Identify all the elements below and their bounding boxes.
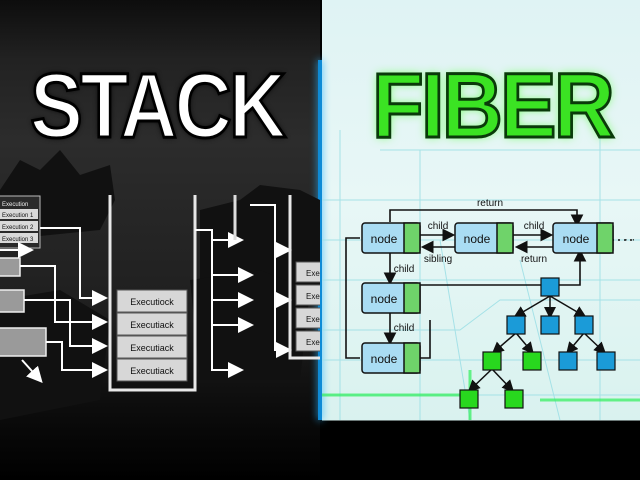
stack-frame-label: Executiack bbox=[130, 366, 174, 376]
right-frame-label: Execu bbox=[306, 269, 320, 278]
flow-arrows bbox=[0, 227, 108, 383]
stack-container bbox=[108, 195, 197, 392]
center-divider bbox=[318, 60, 322, 420]
side-blocks bbox=[0, 257, 47, 357]
title-fiber: FIBER bbox=[371, 55, 617, 157]
stack-frame-label: Executiack bbox=[130, 320, 174, 330]
right-stack-frames bbox=[295, 261, 320, 352]
execution-panel-item: Execution 2 bbox=[2, 225, 34, 231]
execution-panel bbox=[0, 195, 41, 249]
execution-panel-header: Execution bbox=[2, 202, 28, 208]
execution-panel-item: Execution 3 bbox=[2, 237, 34, 243]
execution-panel-item: Execution 1 bbox=[2, 213, 34, 219]
right-frame-label: Execu bbox=[306, 315, 320, 324]
right-frame-label: Execu bbox=[306, 292, 320, 301]
stack-illustration: Execution Execution 1 Execution 2 Execut… bbox=[0, 150, 320, 420]
title-stack: STACK bbox=[29, 55, 288, 157]
stack-frames bbox=[116, 289, 188, 382]
right-frame-label: Execu bbox=[306, 338, 320, 347]
stack-frame-label: Executiock bbox=[130, 297, 174, 307]
right-stack-container bbox=[288, 195, 320, 360]
stack-frame-label: Executiack bbox=[130, 343, 174, 353]
